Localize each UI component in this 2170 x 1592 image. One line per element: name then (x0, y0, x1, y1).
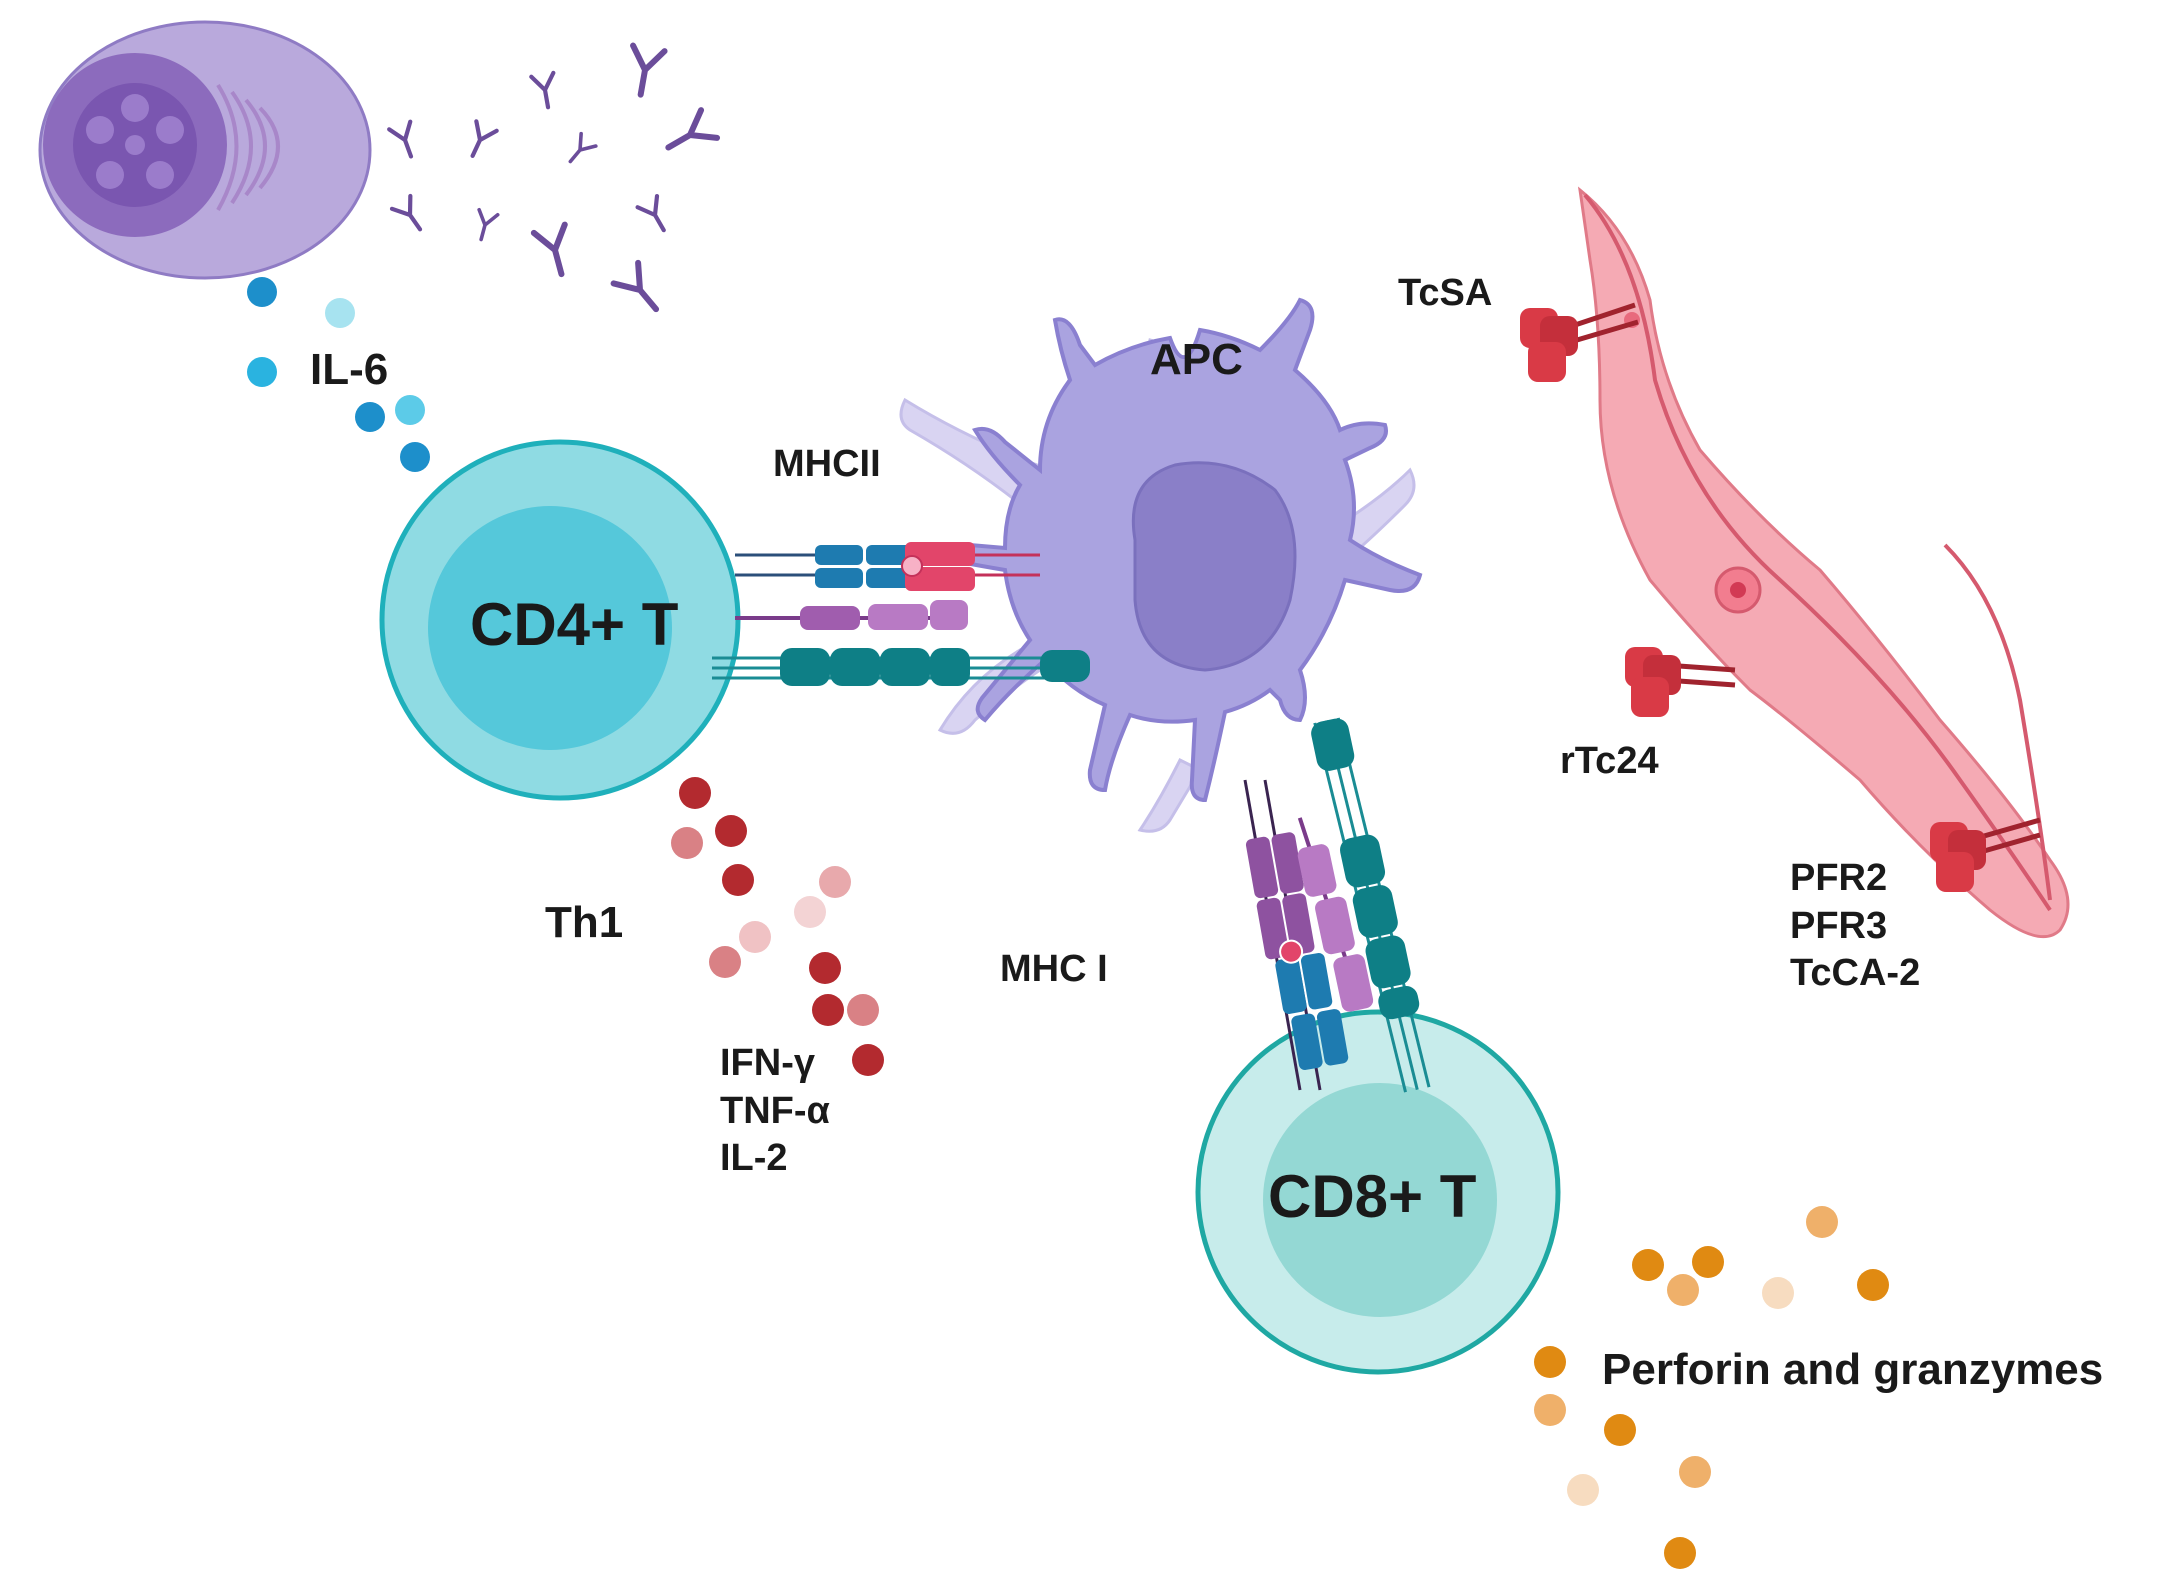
antibodies (387, 42, 721, 313)
antigen-pfr3: PFR3 (1790, 904, 1888, 947)
cytokine-list: IFN-γ TNF-α IL-2 (720, 1040, 830, 1183)
cd4-t-cell (379, 439, 741, 801)
cytokine-il2: IL-2 (720, 1137, 788, 1179)
cytokine-ifn-gamma: IFN-γ (720, 1042, 815, 1084)
th1-label: Th1 (545, 898, 624, 947)
tcsa-label: TcSA (1398, 272, 1493, 314)
perforin-dots (1534, 1206, 1889, 1569)
perforin-label: Perforin and granzymes (1602, 1345, 2104, 1394)
cytokine-tnf-alpha: TNF-α (720, 1089, 830, 1132)
antigen-tcca2: TcCA-2 (1790, 952, 1921, 994)
mhci-tcr-complex (1243, 717, 1431, 1093)
trypanosome (1577, 186, 2070, 939)
cd4-coreceptor (735, 600, 968, 630)
cd8-t-cell (1195, 1009, 1561, 1375)
cd4-t-label: CD4+ T (470, 591, 679, 658)
apc-label: APC (1150, 335, 1243, 384)
th1-cytokine-dots (671, 777, 884, 1076)
costim-complex (712, 648, 1090, 686)
parasite-antigen-list: PFR2 PFR3 TcCA-2 (1790, 855, 1920, 998)
il6-dots (247, 277, 430, 472)
parasite-antigen-receptors (1520, 302, 2041, 892)
cd8-t-label: CD8+ T (1268, 1163, 1477, 1230)
mhci-label: MHC I (1000, 948, 1108, 990)
mhcii-label: MHCII (773, 443, 881, 485)
il6-label: IL-6 (310, 345, 389, 394)
plasma-cell (38, 20, 372, 280)
rtc24-label: rTc24 (1560, 740, 1659, 782)
antigen-pfr2: PFR2 (1790, 857, 1888, 899)
mhcii-tcr-complex (735, 542, 1040, 591)
